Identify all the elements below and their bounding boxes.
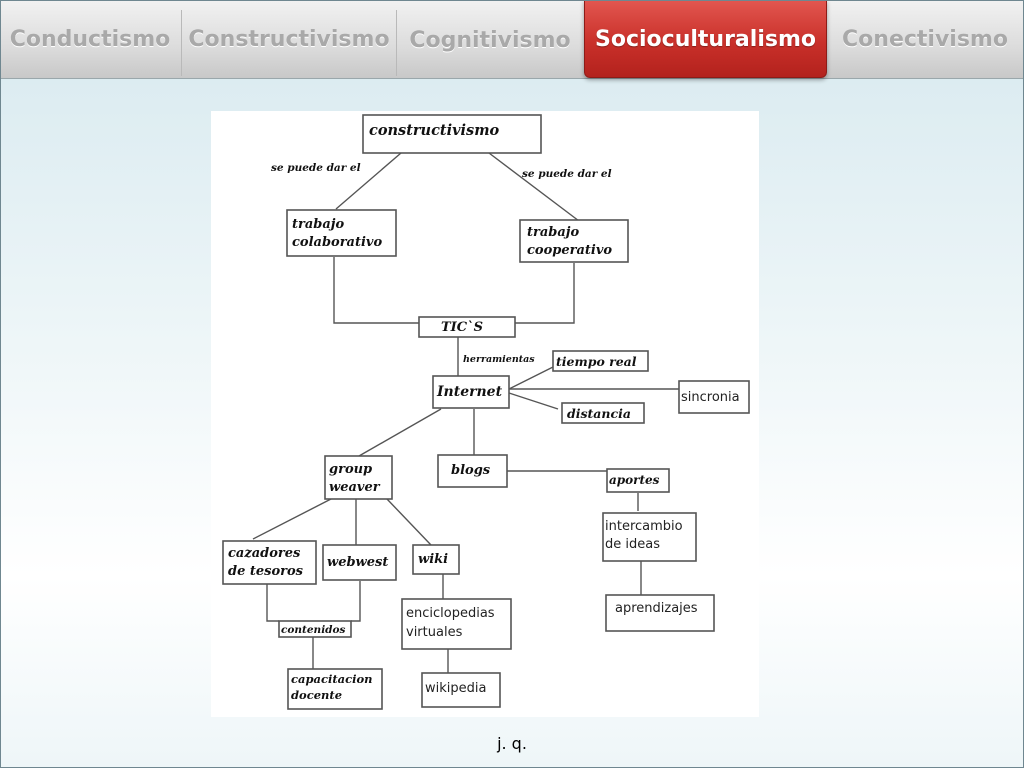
node-label: constructivismo [369, 122, 500, 139]
node-sincronia [678, 380, 750, 414]
node-label: virtuales [406, 625, 463, 640]
node-wiki [412, 544, 460, 575]
node-label: intercambio [605, 519, 683, 534]
author-caption: j. q. [497, 734, 527, 753]
node-label: trabajo [292, 217, 344, 232]
edge-label-se-puede-left: se puede dar el [271, 162, 361, 174]
node-label: enciclopedias [406, 606, 495, 621]
node-intercambio-de-ideas [602, 512, 697, 562]
node-label: docente [291, 688, 342, 702]
edge-line [252, 498, 332, 540]
node-label: weaver [329, 480, 381, 495]
tab-divider [181, 10, 182, 76]
node-label: webwest [327, 555, 388, 570]
edge-line [333, 257, 419, 324]
node-label: cooperativo [527, 243, 612, 258]
node-trabajo-cooperativo [519, 219, 629, 263]
node-label: trabajo [527, 225, 579, 240]
connector-lines [252, 152, 679, 673]
node-label: capacitacion [291, 672, 372, 686]
concept-map-svg: se puede dar el se puede dar el herramie… [222, 114, 750, 710]
node-label: sincronia [681, 390, 740, 405]
node-label: aprendizajes [615, 601, 698, 616]
edge-line [358, 408, 442, 457]
node-label: de tesoros [228, 564, 304, 579]
node-internet [432, 375, 510, 409]
node-contenidos [278, 620, 352, 638]
node-group-weaver [324, 455, 393, 500]
node-label: group [329, 462, 372, 477]
node-enciclopedias-virtuales [401, 598, 512, 650]
edge-line [508, 392, 559, 410]
node-aprendizajes [605, 594, 715, 632]
tab-conductismo[interactable]: Conductismo [9, 26, 171, 52]
node-label: blogs [451, 463, 491, 478]
concept-map: se puede dar el se puede dar el herramie… [211, 111, 759, 717]
node-label: Internet [436, 384, 503, 400]
node-label: wiki [418, 552, 448, 567]
tab-bar: Conductismo Constructivismo Cognitivismo… [0, 0, 1024, 79]
edge-line [351, 581, 361, 622]
tab-cognitivismo[interactable]: Cognitivismo [409, 28, 571, 53]
node-label: TIC`S [441, 320, 483, 335]
node-tiempo-real [552, 350, 649, 372]
node-label: de ideas [605, 537, 660, 552]
edge-line [266, 584, 279, 622]
tab-conectivismo[interactable]: Conectivismo [842, 26, 1008, 52]
node-tics [418, 316, 516, 338]
edge-line [508, 366, 554, 390]
edge-line [386, 498, 432, 546]
edge-label-se-puede-right: se puede dar el [522, 168, 612, 180]
node-cazadores-de-tesoros [222, 540, 317, 585]
node-label: aportes [609, 473, 660, 487]
node-capacitacion-docente [287, 668, 383, 710]
node-label: tiempo real [556, 354, 637, 369]
node-wikipedia [421, 672, 501, 708]
edge-line [335, 152, 402, 210]
node-label: colaborativo [292, 235, 382, 250]
node-distancia [561, 402, 645, 424]
node-trabajo-colaborativo [286, 209, 397, 257]
edge-label-herramientas: herramientas [463, 354, 535, 365]
edge-line [488, 152, 580, 222]
tab-divider [396, 10, 397, 76]
node-label: wikipedia [425, 681, 486, 696]
tab-constructivismo[interactable]: Constructivismo [188, 26, 390, 52]
tab-socioculturalismo[interactable]: Socioculturalismo [584, 0, 827, 78]
node-label: cazadores [228, 546, 301, 561]
edge-line [515, 263, 575, 324]
node-label: contenidos [281, 624, 346, 636]
node-label: distancia [567, 406, 631, 421]
node-aportes [606, 468, 670, 493]
node-blogs [437, 454, 508, 488]
node-webwest [322, 544, 397, 581]
node-constructivismo [362, 114, 542, 154]
